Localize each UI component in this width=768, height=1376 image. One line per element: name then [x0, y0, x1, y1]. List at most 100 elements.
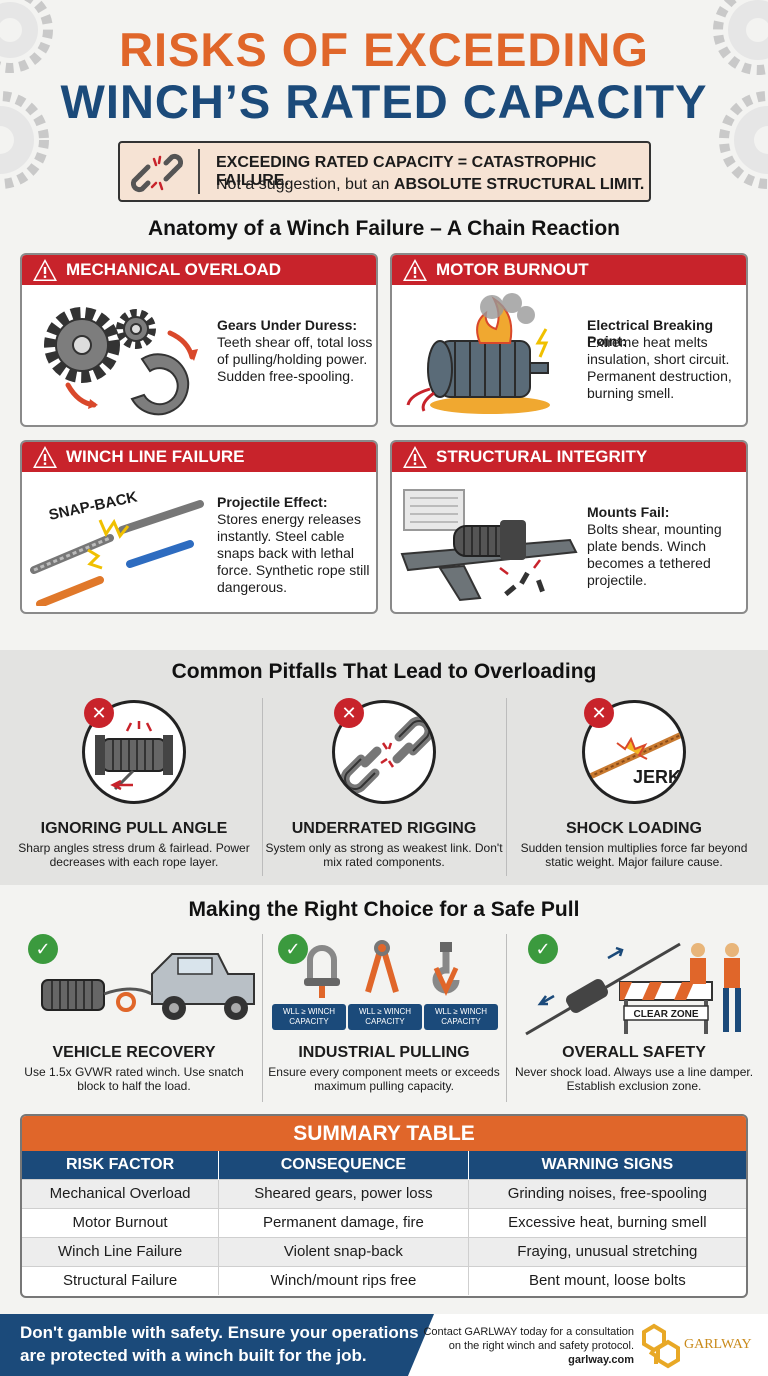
table-cell: Winch/mount rips free [218, 1265, 469, 1295]
card-structural-integrity: STRUCTURAL INTEGRITY COMPROMISE Mounts F… [390, 440, 748, 614]
garlway-logo: GARLWAY [642, 1323, 752, 1369]
x-icon: ✕ [584, 698, 614, 728]
footer-website-link[interactable]: garlway.com [568, 1354, 634, 1366]
table-cell: Motor Burnout [22, 1207, 220, 1237]
choice-industrial-pulling: ✓ WLL ≥ WINCH CAPACITY WLL ≥ WINCH CAPAC… [256, 930, 512, 1100]
pitfall-shock-loading: ✕ JERK SHOCK LOADING Sudden tension mult… [506, 698, 762, 880]
anatomy-heading: Anatomy of a Winch Failure – A Chain Rea… [148, 217, 620, 240]
card-motor-burnout: MOTOR BURNOUT Electrical Breaking Point:… [390, 253, 748, 427]
card-description: Stores energy releases instantly. Steel … [217, 511, 370, 595]
card-title: Gears Under Duress: [217, 317, 358, 333]
table-cell: Grinding noises, free-spooling [468, 1178, 746, 1208]
snapped-rope-icon: SNAP-BACK [30, 489, 204, 606]
card-title: Electrical Breaking Point: [587, 317, 714, 349]
pitfall-description: System only as strong as weakest link. D… [265, 841, 503, 869]
x-icon: ✕ [334, 698, 364, 728]
warning-icon [33, 259, 57, 281]
table-cell: Sheared gears, power loss [218, 1178, 469, 1208]
broken-chain-icon [130, 153, 184, 193]
table-cell: Excessive heat, burning smell [468, 1207, 746, 1237]
pitfall-title: SHOCK LOADING [566, 820, 702, 837]
column-header: CONSEQUENCE [218, 1151, 469, 1179]
choice-title: OVERALL SAFETY [562, 1044, 706, 1061]
card-description: Extreme heat melts insulation, short cir… [587, 334, 732, 401]
capacity-alert-box: EXCEEDING RATED CAPACITY = CATASTROPHIC … [118, 141, 651, 202]
card-header-label: WINCH LINE FAILURE [66, 447, 245, 466]
jerk-label: JERK [633, 767, 681, 787]
table-cell: Winch Line Failure [22, 1236, 220, 1266]
broken-gears-icon [44, 307, 198, 416]
failed-mount-icon [400, 489, 578, 602]
winch-angle-icon [95, 721, 173, 791]
table-cell: Permanent damage, fire [218, 1207, 469, 1237]
card-description: Teeth shear off, total loss of pulling/h… [217, 334, 373, 384]
table-cell: Violent snap-back [218, 1236, 469, 1266]
table-cell: Fraying, unusual stretching [468, 1236, 746, 1266]
card-header-label: STRUCTURAL INTEGRITY COMPROMISE [436, 447, 647, 496]
footer-contact-line1: Contact GARLWAY today for a consultation [423, 1326, 634, 1338]
summary-table-title: SUMMARY TABLE [22, 1116, 746, 1151]
gear-decoration-icon [713, 0, 768, 189]
svg-text:GARLWAY: GARLWAY [684, 1337, 752, 1352]
pitfall-title: IGNORING PULL ANGLE [40, 820, 228, 837]
pitfall-pull-angle: ✕ IGNORING PULL ANGLE Sharp angles stres… [6, 698, 262, 880]
pitfall-description: Sharp angles stress drum & fairlead. Pow… [18, 841, 250, 869]
card-mechanical-overload: MECHANICAL OVERLOAD Gears Under Duress: … [20, 253, 378, 427]
choice-title: VEHICLE RECOVERY [52, 1044, 216, 1061]
table-cell: Structural Failure [22, 1265, 220, 1295]
warning-icon [403, 446, 427, 468]
choice-title: INDUSTRIAL PULLING [298, 1044, 470, 1061]
table-cell: Mechanical Overload [22, 1178, 220, 1208]
card-title: Mounts Fail: [587, 504, 670, 520]
check-icon: ✓ [278, 934, 308, 964]
pitfall-title: UNDERRATED RIGGING [291, 820, 477, 837]
choice-description: Never shock load. Always use a line damp… [514, 1065, 754, 1093]
jerk-rope-icon: JERK [587, 730, 683, 787]
footer-slogan-line1: Don't gamble with safety. Ensure your op… [20, 1323, 419, 1342]
footer-slogan-line2: are protected with a winch built for the… [20, 1346, 367, 1365]
choice-description: Use 1.5x GVWR rated winch. Use snatch bl… [24, 1065, 244, 1093]
choice-vehicle-recovery: ✓ VEHICLE RECOVERY Use 1.5x GVWR rated w… [6, 930, 262, 1100]
pitfalls-heading: Common Pitfalls That Lead to Overloading [171, 660, 597, 683]
footer: Don't gamble with safety. Ensure your op… [0, 1314, 768, 1376]
alert-headline: EXCEEDING RATED CAPACITY = CATASTROPHIC … [216, 154, 597, 189]
choice-description: Ensure every component meets or exceeds … [268, 1065, 500, 1093]
card-header-label: MOTOR BURNOUT [436, 260, 589, 279]
check-icon: ✓ [28, 934, 58, 964]
table-cell: Bent mount, loose bolts [468, 1265, 746, 1295]
sling-icon [365, 940, 399, 993]
card-header-label: MECHANICAL OVERLOAD [66, 260, 282, 279]
wll-tag: WLL ≥ WINCH CAPACITY [348, 1004, 422, 1030]
choices-heading: Making the Right Choice for a Safe Pull [188, 898, 580, 921]
warning-icon [33, 446, 57, 468]
wll-tag: WLL ≥ WINCH CAPACITY [424, 1004, 498, 1030]
warning-icon [403, 259, 427, 281]
summary-table: SUMMARY TABLE RISK FACTOR CONSEQUENCE WA… [20, 1114, 748, 1298]
page-title-line1: RISKS OF EXCEEDING [119, 23, 649, 76]
footer-contact-line2: on the right winch and safety protocol. [448, 1340, 634, 1352]
wll-tag: WLL ≥ WINCH CAPACITY [272, 1004, 346, 1030]
check-icon: ✓ [528, 934, 558, 964]
gear-decoration-icon [0, 0, 53, 189]
truck-winch-icon [41, 953, 255, 1020]
column-header: WARNING SIGNS [468, 1151, 746, 1179]
line-damper-icon: CLEAR ZONE [525, 942, 741, 1036]
pitfall-underrated-rigging: ✕ UNDERRATED RIGGING System only as stro… [256, 698, 512, 880]
shackle-icon [304, 945, 340, 998]
card-title: Projectile Effect: [217, 494, 328, 510]
x-icon: ✕ [84, 698, 114, 728]
card-description: Bolts shear, mounting plate bends. Winch… [587, 521, 722, 588]
clear-zone-label: CLEAR ZONE [634, 1009, 699, 1020]
column-header: RISK FACTOR [22, 1151, 220, 1179]
hook-icon [432, 942, 460, 997]
pitfall-description: Sudden tension multiplies force far beyo… [520, 841, 748, 869]
burning-motor-icon [406, 293, 550, 414]
snap-back-label: SNAP-BACK [47, 489, 139, 524]
choice-overall-safety: ✓ CLEAR ZONE OVERALL SAFETY Never shock … [506, 930, 762, 1100]
page-title-line2: WINCH’S RATED CAPACITY [60, 75, 708, 128]
card-winch-line-failure: WINCH LINE FAILURE SNAP-BACK Projectile … [20, 440, 378, 614]
